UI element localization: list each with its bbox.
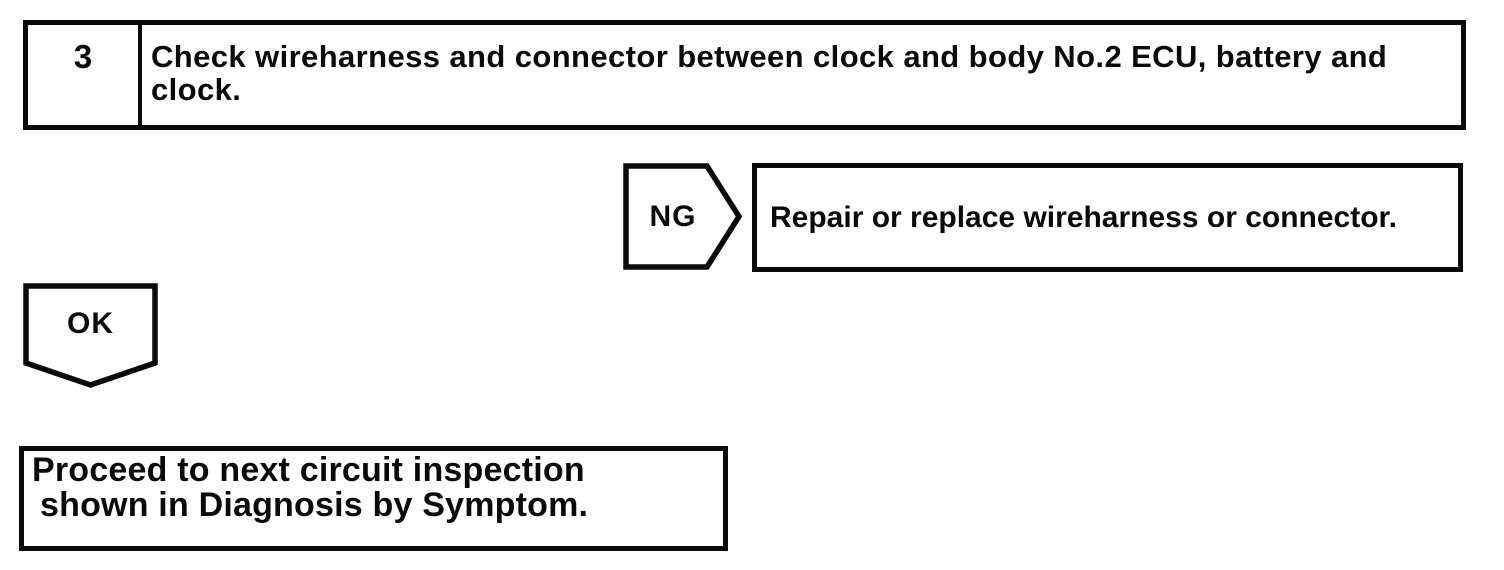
ok-action-line: shown in Diagnosis by Symptom. [40,486,589,524]
ng-action-text: Repair or replace wireharness or connect… [770,200,1397,234]
ng-connector-arrow: NG [623,163,742,270]
ok-connector-arrow: OK [23,283,158,388]
step-instruction: Check wireharness and connector between … [151,39,1388,107]
step-box: 3 Check wireharness and connector betwee… [23,20,1466,130]
ng-action-box: Repair or replace wireharness or connect… [752,163,1463,272]
step-number: 3 [73,38,93,75]
ok-pentagon-icon [23,283,158,388]
ok-action-box: Proceed to next circuit inspection shown… [19,446,728,551]
ok-label: OK [67,306,114,340]
step-number-cell: 3 [28,25,142,125]
ng-label: NG [649,199,697,233]
ng-pentagon-icon [623,163,742,270]
ok-action-line: Proceed to next circuit inspection [32,451,585,489]
